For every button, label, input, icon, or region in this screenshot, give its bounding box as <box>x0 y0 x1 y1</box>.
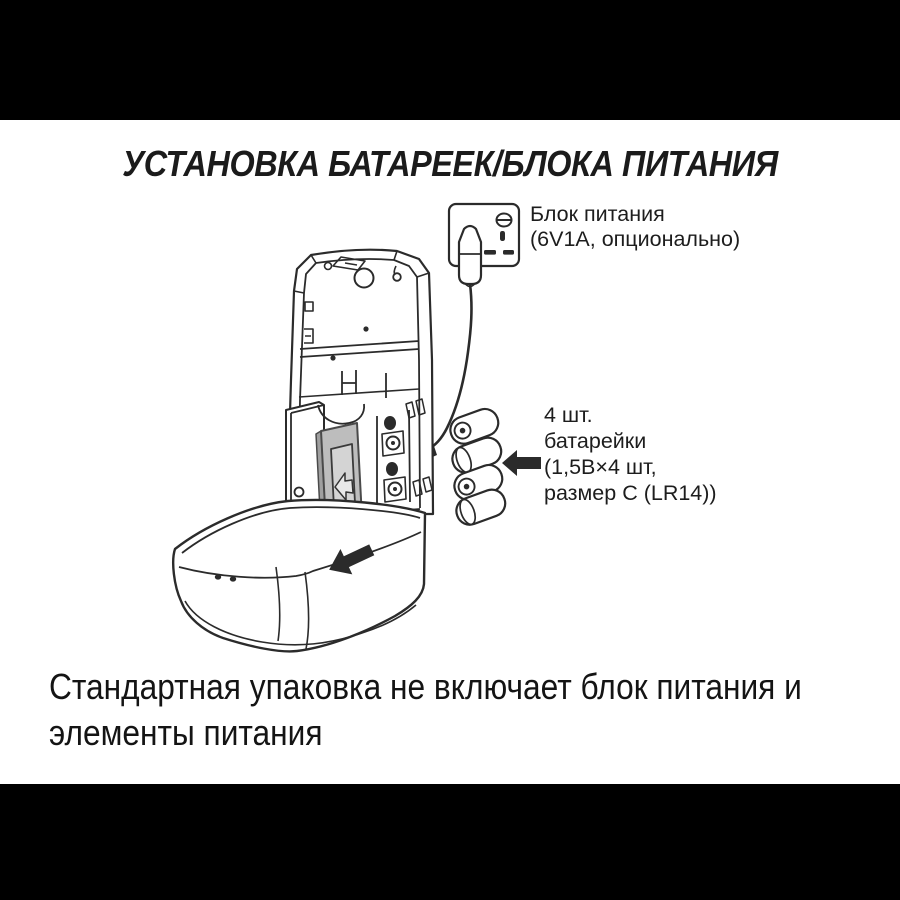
power-adapter-label-line2: (6V1A, опционально) <box>530 227 741 251</box>
power-adapter-label-line1: Блок питания <box>530 202 665 226</box>
batteries-label-line3: (1,5В×4 шт, <box>544 455 657 479</box>
batteries-label-line2: батарейки <box>544 429 647 453</box>
package-note: Стандартная упаковка не включает блок пи… <box>49 664 802 756</box>
package-note-line1: Стандартная упаковка не включает блок пи… <box>49 666 802 707</box>
cover-slide-arrow-icon <box>329 544 375 575</box>
battery-cover-arrow-icon <box>334 472 354 501</box>
power-plug-icon <box>457 224 483 288</box>
batteries-label: 4 шт. батарейки (1,5В×4 шт, размер C (LR… <box>544 402 717 506</box>
letterbox-top <box>0 0 900 120</box>
batteries-label-line1: 4 шт. <box>544 403 593 427</box>
batteries-arrow-icon <box>502 450 541 476</box>
letterbox-bottom <box>0 784 900 900</box>
package-note-line2: элементы питания <box>49 712 323 753</box>
batteries-label-line4: размер C (LR14)) <box>544 481 717 505</box>
batteries-icon <box>449 407 507 526</box>
front-cover-icon <box>172 498 427 653</box>
page-title: УСТАНОВКА БАТАРЕЕК/БЛОКА ПИТАНИЯ <box>122 143 778 184</box>
power-adapter-label: Блок питания (6V1A, опционально) <box>530 202 740 252</box>
